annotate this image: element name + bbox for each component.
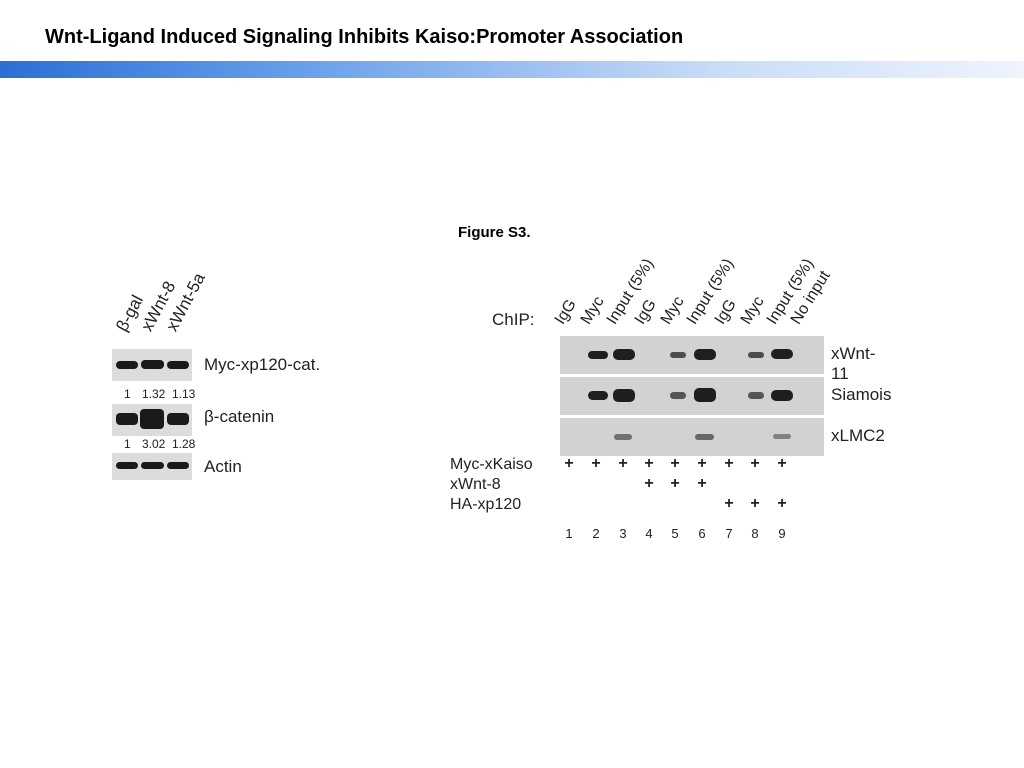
quant-value: 1.32 [142, 387, 166, 401]
blot-name-actin: Actin [204, 457, 242, 476]
blot-beta-catenin [112, 404, 192, 436]
gel-band [588, 351, 608, 359]
gel-band [771, 390, 793, 401]
blot-myc-xp120 [112, 349, 192, 381]
gel-xwnt-11 [560, 336, 824, 374]
title-divider-bar [0, 61, 1024, 78]
plus-mark: + [591, 455, 601, 472]
plus-mark: + [777, 495, 787, 512]
quant-value: 1 [124, 437, 131, 451]
chip-panel: ChIP: IgG Myc Input (5%) IgG Myc Input (… [440, 248, 891, 548]
chip-label: ChIP: [492, 310, 535, 329]
plus-mark: + [670, 455, 680, 472]
lane-number: 8 [751, 526, 759, 541]
lane-number: 3 [619, 526, 627, 541]
lane-number: 2 [592, 526, 600, 541]
gene-label-xwnt-11: xWnt-11 [831, 344, 876, 383]
gel-band [694, 349, 716, 360]
gel-xlmc2 [560, 418, 824, 456]
condition-label-xwnt-8: xWnt-8 [450, 476, 501, 493]
lane-number: 1 [565, 526, 573, 541]
blot-band [167, 462, 189, 469]
figure-label: Figure S3. [458, 224, 531, 241]
lane-number: 7 [725, 526, 733, 541]
lane-header: IgG [551, 296, 580, 328]
gel-siamois [560, 377, 824, 415]
plus-mark: + [777, 455, 787, 472]
lane-number: 9 [778, 526, 786, 541]
plus-mark: + [697, 475, 707, 492]
lane-header: Myc [737, 293, 768, 328]
quant-value: 1 [124, 387, 131, 401]
gel-band [748, 352, 764, 358]
gel-band [771, 349, 793, 359]
blot-band [116, 361, 138, 369]
plus-mark: + [697, 455, 707, 472]
western-blot-panel: β-gal xWnt-8 xWnt-5a Myc-xp120-cat. 1 1.… [112, 265, 372, 495]
gel-band [613, 349, 635, 360]
lane-header: IgG [711, 296, 740, 328]
condition-label-myc-xkaiso: Myc-xKaiso [450, 456, 533, 473]
blot-name-myc-xp120: Myc-xp120-cat. [204, 355, 321, 374]
gel-band [614, 434, 632, 440]
lane-header: Myc [577, 293, 608, 328]
blot-band [116, 413, 138, 425]
lane-header: IgG [631, 296, 660, 328]
gel-band [670, 392, 686, 399]
plus-mark: + [724, 455, 734, 472]
plus-mark: + [618, 455, 628, 472]
blot-band [167, 361, 189, 369]
blot-band [141, 462, 164, 469]
gel-band [588, 391, 608, 400]
blot-band [140, 409, 164, 429]
plus-mark: + [724, 495, 734, 512]
gel-band [748, 392, 764, 399]
gel-band [773, 434, 791, 439]
blot-band [116, 462, 138, 469]
plus-mark: + [750, 455, 760, 472]
lane-header: Myc [657, 293, 688, 328]
slide-title: Wnt-Ligand Induced Signaling Inhibits Ka… [45, 26, 684, 48]
lane-number: 5 [671, 526, 679, 541]
blot-actin [112, 453, 192, 480]
condition-label-ha-xp120: HA-xp120 [450, 496, 522, 513]
lane-number: 6 [698, 526, 706, 541]
blot-band [167, 413, 189, 425]
gene-label-siamois: Siamois [831, 385, 892, 404]
lane-number: 4 [645, 526, 653, 541]
gel-band [613, 389, 635, 402]
gel-band [695, 434, 714, 440]
gene-label-xlmc2: xLMC2 [831, 426, 885, 445]
quant-value: 1.28 [172, 437, 196, 451]
plus-mark: + [564, 455, 574, 472]
plus-mark: + [644, 455, 654, 472]
plus-mark: + [644, 475, 654, 492]
plus-mark: + [670, 475, 680, 492]
gel-band [694, 388, 716, 402]
blot-name-beta-catenin: β-catenin [204, 407, 275, 426]
plus-mark: + [750, 495, 760, 512]
quant-value: 3.02 [142, 437, 166, 451]
quant-value: 1.13 [172, 387, 196, 401]
blot-band [141, 360, 164, 369]
gel-band [670, 352, 686, 358]
